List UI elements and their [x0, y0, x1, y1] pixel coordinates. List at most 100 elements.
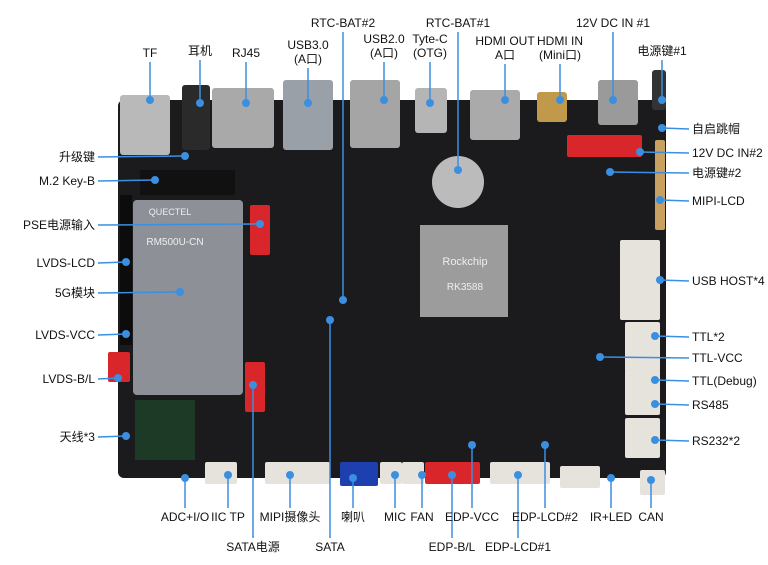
leader-dot-5g [176, 288, 184, 296]
leader-dot-m2 [151, 176, 159, 184]
leader-dot-hdmiout [501, 96, 509, 104]
label-adc: ADC+I/O [160, 510, 210, 524]
soc-model-marking: RK3588 [447, 282, 484, 293]
mipi-camera-connector [265, 462, 330, 484]
lvds-bl-connector [108, 352, 130, 382]
label-typec: Tyte-C (OTG) [412, 32, 448, 60]
label-speaker: 喇叭 [340, 510, 366, 524]
module-model-marking: RM500U-CN [146, 237, 203, 248]
leader-dot-rj45 [242, 99, 250, 107]
leader-line-5g [97, 291, 181, 294]
label-5g: 5G模块 [54, 286, 95, 300]
leader-dot-hdmiin [556, 96, 564, 104]
leader-dot-iic [224, 471, 232, 479]
leader-line-ttl2 [654, 335, 690, 338]
leader-dot-satapwr [249, 381, 257, 389]
label-mic: MIC [384, 510, 406, 524]
label-pwr1: 电源键#1 [637, 44, 687, 58]
label-fan: FAN [410, 510, 434, 524]
label-edpbl: EDP-B/L [428, 540, 476, 554]
label-dc1: 12V DC IN #1 [575, 16, 651, 30]
label-mipilcd: MIPI-LCD [692, 194, 745, 208]
label-edpvcc: EDP-VCC [444, 510, 500, 524]
label-earphone: 耳机 [187, 44, 213, 58]
leader-dot-usbhost [656, 276, 664, 284]
label-rs485: RS485 [692, 398, 729, 412]
leader-line-upgrade [97, 155, 186, 158]
mic-connector [380, 462, 402, 484]
leader-line-antenna [97, 435, 127, 438]
iic-connector [205, 462, 237, 484]
label-ttldebug: TTL(Debug) [692, 374, 757, 388]
lvds-header [120, 195, 132, 345]
usb-host-connector [620, 240, 660, 320]
label-lvdslcd: LVDS-LCD [36, 256, 95, 270]
label-pwr2: 电源键#2 [692, 166, 742, 180]
leader-dot-pwr2 [606, 168, 614, 176]
leader-dot-lvdsvcc [122, 330, 130, 338]
rs232-connector [625, 418, 660, 458]
leader-dot-edplcd2 [541, 441, 549, 449]
label-edplcd2: EDP-LCD#2 [511, 510, 579, 524]
leader-dot-rs232 [651, 436, 659, 444]
leader-dot-mipicam [286, 471, 294, 479]
leader-line-rs232 [654, 439, 690, 442]
leader-dot-can [647, 476, 655, 484]
label-lvdsvcc: LVDS-VCC [35, 328, 95, 342]
label-lvdsbl: LVDS-B/L [42, 372, 95, 386]
5g-module [133, 200, 243, 395]
dc-jack [598, 80, 638, 125]
label-autostart: 自启跳帽 [692, 122, 741, 136]
power-button [652, 70, 666, 110]
typec-port [415, 88, 447, 133]
label-usb30: USB3.0 (A口) [287, 38, 329, 66]
label-mipicam: MIPI摄像头 [259, 510, 321, 524]
leader-line-pwr2 [609, 171, 690, 174]
hdmi-out-port [470, 90, 520, 140]
ir-led-connector [560, 466, 600, 488]
label-dc2: 12V DC IN#2 [692, 146, 763, 160]
leader-dot-lvdsbl [114, 374, 122, 382]
label-tf: TF [142, 46, 158, 60]
leader-dot-rtc1 [454, 166, 462, 174]
leader-dot-usb20 [380, 96, 388, 104]
leader-dot-ttldebug [651, 376, 659, 384]
label-upgrade: 升级键 [58, 150, 95, 164]
leader-dot-pse [256, 220, 264, 228]
leader-dot-irled [607, 474, 615, 482]
leader-line-dc2 [639, 151, 690, 154]
soc-chip [420, 225, 508, 317]
leader-line-usbhost [659, 279, 690, 282]
tf-slot [120, 95, 170, 155]
leader-dot-adc [181, 474, 189, 482]
label-ttl2: TTL*2 [692, 330, 725, 344]
leader-dot-mic [391, 471, 399, 479]
label-usbhost: USB HOST*4 [692, 274, 765, 288]
label-satapwr: SATA电源 [226, 540, 280, 554]
usb3-port [283, 80, 333, 150]
dc2-connector [567, 135, 642, 157]
label-antenna: 天线*3 [59, 430, 95, 444]
audio-jack [182, 85, 210, 150]
leader-line-ttldebug [654, 379, 690, 382]
wifi-module [135, 400, 195, 460]
leader-dot-tf [146, 96, 154, 104]
label-pse: PSE电源输入 [22, 218, 95, 232]
rj45-port [212, 88, 274, 148]
label-ttlvcc: TTL-VCC [692, 351, 743, 365]
leader-dot-rtc2 [339, 296, 347, 304]
label-sata: SATA [315, 540, 345, 554]
leader-dot-edpvcc [468, 441, 476, 449]
leader-dot-antenna [122, 432, 130, 440]
label-can: CAN [638, 510, 664, 524]
module-brand-marking: QUECTEL [149, 207, 192, 217]
label-hdmiin: HDMI IN (Mini口) [537, 34, 583, 62]
leader-line-pse [97, 223, 261, 226]
leader-dot-rs485 [651, 400, 659, 408]
leader-line-m2 [97, 179, 156, 182]
leader-dot-sata [326, 316, 334, 324]
ttl-connector [625, 322, 660, 372]
leader-dot-upgrade [181, 152, 189, 160]
label-rj45: RJ45 [231, 46, 261, 60]
label-usb20: USB2.0 (A口) [363, 32, 405, 60]
